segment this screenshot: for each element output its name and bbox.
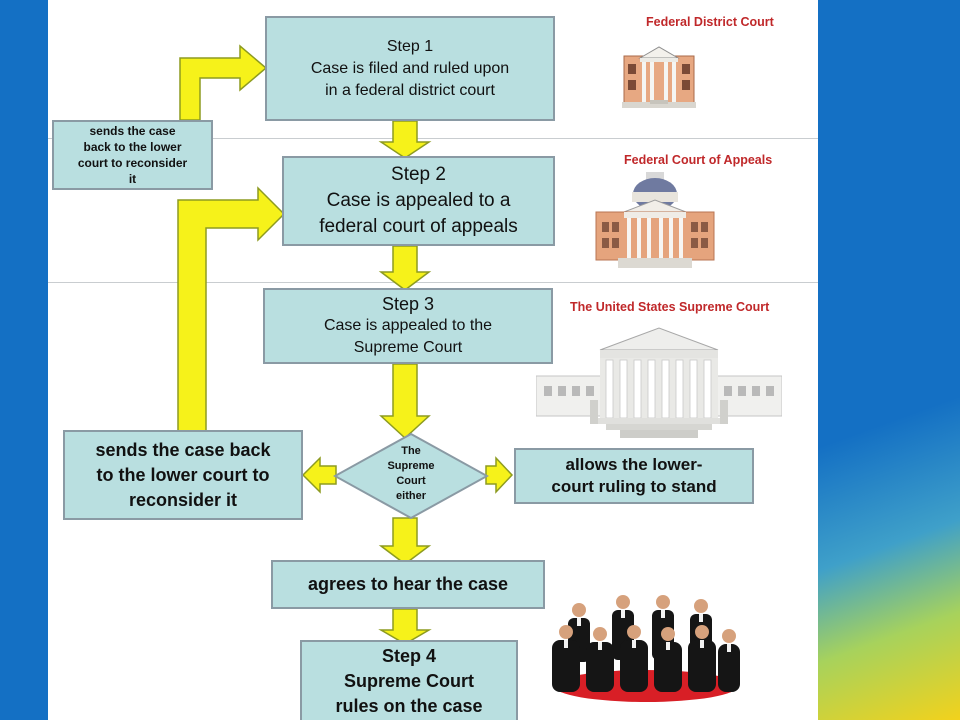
step1-line1: Case is filed and ruled upon (310, 59, 510, 77)
step3-line1: Case is appealed to the (323, 317, 493, 334)
step1-line2: in a federal district court (325, 81, 495, 99)
district-courthouse-icon (622, 46, 696, 108)
decision-line2: Supreme (387, 460, 435, 472)
step4-line2: rules on the case (335, 695, 483, 716)
send-back-large-box: sends the case back to the lower court t… (63, 430, 303, 520)
arrow-step2-to-step3 (378, 245, 432, 291)
decision-text: The Supreme Court either (370, 444, 452, 504)
send-back-small-line4: it (128, 172, 137, 186)
right-frame-band (818, 0, 960, 720)
decision-diamond (333, 432, 489, 520)
court-label-supreme: The United States Supreme Court (570, 300, 770, 314)
step1-heading: Step 1 (386, 37, 434, 55)
arrow-step3-to-decision (379, 363, 431, 440)
agrees-hear-label: agrees to hear the case (307, 574, 509, 594)
arrow-agrees-to-step4 (378, 608, 432, 645)
send-back-small-line2: back to the lower (83, 140, 182, 154)
arrow-loop-to-step2 (177, 186, 286, 433)
step2-line1: Case is appealed to a (326, 190, 511, 211)
court-label-district: Federal District Court (646, 15, 774, 29)
arrow-decision-to-allows (485, 456, 514, 494)
step4-box: Step 4 Supreme Court rules on the case (300, 640, 518, 720)
arrow-step1-to-step2 (378, 120, 432, 159)
send-back-large-line2: to the lower court to (96, 464, 270, 485)
left-frame-band (0, 0, 48, 720)
decision-line1: The (401, 445, 421, 457)
step2-line2: federal court of appeals (319, 216, 518, 237)
allows-ruling-line1: allows the lower- (565, 455, 703, 474)
decision-line3: Court (396, 475, 426, 487)
supreme-court-building-icon (536, 327, 782, 438)
send-back-small-line3: court to reconsider (77, 156, 188, 170)
arrow-decision-to-send-back (301, 456, 337, 494)
step4-line1: Supreme Court (343, 670, 475, 691)
justices-group-photo (552, 595, 740, 702)
appeals-courthouse-icon (595, 172, 715, 268)
allows-ruling-box: allows the lower- court ruling to stand (514, 448, 754, 504)
send-back-large-line1: sends the case back (95, 439, 271, 460)
agrees-hear-box: agrees to hear the case (271, 560, 545, 609)
send-back-large-line3: reconsider it (128, 489, 238, 510)
step3-line2: Supreme Court (353, 339, 463, 356)
step2-box: Step 2 Case is appealed to a federal cou… (282, 156, 555, 246)
court-label-appeals: Federal Court of Appeals (624, 153, 773, 167)
step4-heading: Step 4 (381, 645, 437, 666)
decision-line4: either (396, 490, 426, 502)
step3-heading: Step 3 (381, 294, 435, 314)
step1-box: Step 1 Case is filed and ruled upon in a… (265, 16, 555, 121)
tier-divider-2 (48, 282, 818, 283)
send-back-small-box: sends the case back to the lower court t… (52, 120, 213, 190)
send-back-small-line1: sends the case (89, 124, 176, 138)
arrow-decision-to-agrees (378, 517, 432, 565)
arrow-loop-to-step1 (179, 44, 268, 121)
tier-divider-1 (48, 138, 818, 139)
allows-ruling-line2: court ruling to stand (551, 477, 717, 496)
step3-box: Step 3 Case is appealed to the Supreme C… (263, 288, 553, 364)
step2-heading: Step 2 (391, 164, 446, 185)
